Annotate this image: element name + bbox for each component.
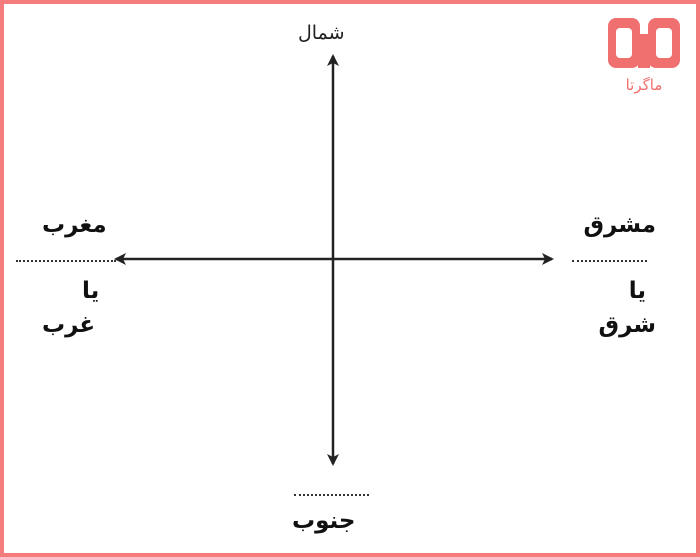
south-label: جنوب — [292, 508, 356, 534]
west-blank-line — [16, 260, 116, 262]
north-label: شمال — [298, 22, 345, 44]
east-blank-line — [572, 260, 647, 262]
logo-text: ماگرتا — [625, 76, 663, 94]
east-label: مشرق — [583, 212, 656, 238]
south-blank-line — [294, 494, 369, 496]
logo: ماگرتا — [604, 14, 684, 100]
east-alt-label: شرق — [598, 312, 657, 338]
west-label: مغرب — [42, 212, 107, 238]
west-or-label: یا — [82, 278, 100, 304]
west-alt-label: غرب — [42, 312, 96, 338]
book-logo-icon — [608, 18, 680, 68]
east-or-label: یا — [628, 278, 646, 304]
